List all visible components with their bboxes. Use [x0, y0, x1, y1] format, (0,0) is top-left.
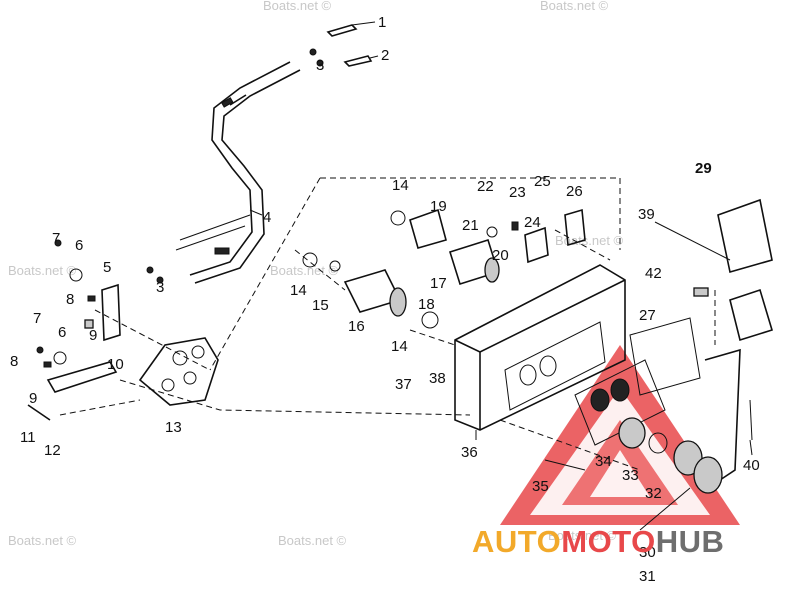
callout-13: 13 [165, 419, 182, 436]
callout-29: 29 [695, 160, 712, 177]
callout-23: 23 [509, 184, 526, 201]
callout-38: 38 [429, 370, 446, 387]
callout-14b: 14 [290, 282, 307, 299]
callout-25: 25 [534, 173, 551, 190]
callout-2: 2 [381, 47, 389, 64]
callout-33: 33 [622, 467, 639, 484]
callout-37: 37 [395, 376, 412, 393]
callout-21: 21 [462, 217, 479, 234]
callout-35: 35 [532, 478, 549, 495]
callout-12: 12 [44, 442, 61, 459]
callout-labels: 1 2 3 3 4 5 6 6 7 7 8 8 9 9 10 11 12 13 … [10, 14, 760, 585]
callout-27: 27 [639, 307, 656, 324]
callout-7: 7 [52, 230, 60, 247]
cable-ends [146, 24, 373, 284]
callout-16: 16 [348, 318, 365, 335]
watermark: Boats.net © [270, 263, 339, 278]
watermark: Boats.net © [540, 0, 609, 13]
callout-40: 40 [743, 457, 760, 474]
callout-8: 8 [66, 291, 74, 308]
callout-34: 34 [595, 453, 612, 470]
watermark: Boats.net © [8, 533, 77, 548]
callout-39: 39 [638, 206, 655, 223]
bracket-13 [138, 337, 219, 406]
cable-assembly [175, 61, 301, 284]
knob-parts [544, 348, 753, 494]
automotohub-logo: AUTOMOTOHUB [472, 524, 724, 559]
callout-10: 10 [107, 356, 124, 373]
callout-6b: 6 [58, 324, 66, 341]
callout-4: 4 [263, 209, 271, 226]
callout-8b: 8 [10, 353, 18, 370]
callout-5: 5 [103, 259, 111, 276]
callout-20: 20 [492, 247, 509, 264]
callout-1: 1 [378, 14, 386, 31]
callout-26: 26 [566, 183, 583, 200]
callout-19: 19 [430, 198, 447, 215]
callout-9b: 9 [29, 390, 37, 407]
callout-17: 17 [430, 275, 447, 292]
callout-6: 6 [75, 237, 83, 254]
callout-14c: 14 [391, 338, 408, 355]
svg-text:AUTOMOTOHUB: AUTOMOTOHUB [472, 524, 724, 559]
callout-24: 24 [524, 214, 541, 231]
callout-36: 36 [461, 444, 478, 461]
watermark-layer: Boats.net © Boats.net © Boats.net © Boat… [8, 0, 624, 548]
logo-moto: MOTO [561, 524, 655, 559]
leader-lines [249, 21, 753, 531]
callout-3: 3 [316, 57, 324, 74]
callout-9: 9 [89, 327, 97, 344]
callout-14: 14 [392, 177, 409, 194]
callout-22: 22 [477, 178, 494, 195]
callout-7b: 7 [33, 310, 41, 327]
callout-30: 30 [639, 544, 656, 561]
watermark: Boats.net © [263, 0, 332, 13]
callout-18: 18 [418, 296, 435, 313]
callout-32: 32 [645, 485, 662, 502]
callout-31: 31 [639, 568, 656, 585]
shaft-parts [302, 208, 586, 329]
callout-3b: 3 [156, 279, 164, 296]
watermark: Boats.net © [8, 263, 77, 278]
watermark: Boats.net © [548, 528, 617, 543]
callout-15: 15 [312, 297, 329, 314]
callout-11: 11 [20, 429, 36, 446]
linkage-parts [27, 239, 121, 421]
logo-auto: AUTO [472, 524, 561, 559]
logo-hub: HUB [656, 524, 725, 559]
switch-parts [693, 198, 773, 342]
callout-42: 42 [645, 265, 662, 282]
control-box-36 [454, 264, 701, 446]
watermark: Boats.net © [278, 533, 347, 548]
